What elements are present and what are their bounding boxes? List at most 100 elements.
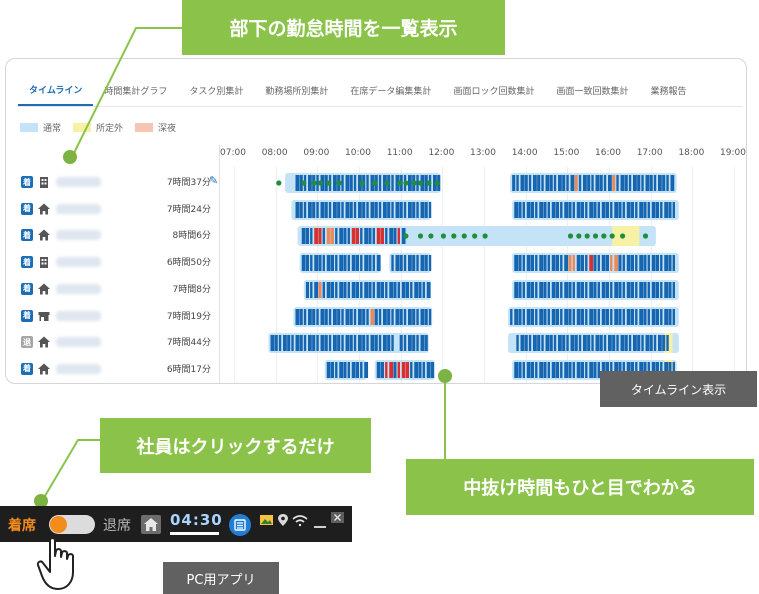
- menu-button[interactable]: [229, 514, 251, 536]
- activity-stripe: [424, 201, 428, 218]
- activity-stripe: [378, 335, 382, 352]
- activity-stripe: [541, 335, 544, 352]
- work-duration: 8時間6分: [172, 231, 211, 242]
- activity-stripe: [668, 255, 672, 272]
- grid-line: [234, 167, 235, 383]
- activity-stripe: [335, 228, 338, 245]
- activity-stripe: [605, 255, 610, 272]
- tab-6[interactable]: 画面一致回数集計: [556, 87, 629, 97]
- activity-stripe: [274, 335, 278, 352]
- edit-pencil-icon[interactable]: ✎: [209, 174, 219, 187]
- activity-stripe: [530, 255, 535, 272]
- status-badge: 着: [21, 229, 33, 242]
- tab-3[interactable]: 勤務場所別集計: [265, 87, 329, 97]
- activity-stripe: [587, 335, 591, 352]
- activity-stripe: [572, 201, 575, 218]
- activity-stripe: [401, 281, 406, 298]
- activity-stripe: [374, 201, 378, 218]
- activity-stripe: [574, 175, 578, 191]
- activity-stripe: [580, 255, 585, 272]
- activity-stripe: [368, 228, 372, 245]
- activity-stripe: [312, 201, 316, 218]
- lock-dot: [359, 180, 365, 186]
- lock-dot: [428, 233, 434, 239]
- time-label: 12:00: [428, 148, 455, 158]
- activity-stripe: [533, 335, 537, 352]
- activity-stripe: [303, 335, 307, 352]
- activity-stripe: [320, 308, 325, 325]
- activity-stripe: [601, 201, 606, 218]
- activity-stripe: [330, 361, 335, 378]
- activity-stripe: [585, 308, 588, 325]
- callout-click-only: 社員はクリックするだけ: [100, 418, 371, 473]
- activity-stripe: [428, 255, 432, 272]
- tab-5[interactable]: 画面ロック回数集計: [453, 87, 535, 97]
- activity-stripe: [647, 361, 650, 378]
- activity-stripe: [576, 361, 581, 378]
- activity-stripe: [385, 228, 388, 245]
- activity-stripe: [528, 335, 532, 352]
- activity-stripe: [603, 335, 607, 352]
- activity-stripe: [651, 281, 656, 298]
- activity-stripe: [424, 308, 428, 325]
- tab-0[interactable]: タイムライン: [18, 75, 94, 106]
- home-button[interactable]: [141, 515, 161, 534]
- activity-stripe: [539, 308, 544, 325]
- activity-stripe: [610, 308, 613, 325]
- activity-stripe: [662, 175, 666, 191]
- lock-dot: [461, 233, 467, 239]
- activity-stripe: [416, 335, 419, 352]
- activity-stripe: [349, 335, 353, 352]
- activity-stripe: [422, 281, 425, 298]
- activity-stripe: [412, 335, 416, 352]
- activity-stripe: [397, 228, 400, 245]
- activity-stripe: [610, 281, 613, 298]
- activity-stripe: [337, 201, 341, 218]
- activity-stripe: [651, 201, 656, 218]
- activity-stripe: [299, 335, 303, 352]
- activity-stripe: [514, 255, 519, 272]
- activity-stripe: [391, 308, 394, 325]
- activity-stripe: [564, 201, 569, 218]
- activity-stripe: [287, 335, 291, 352]
- activity-stripe: [560, 281, 563, 298]
- activity-stripe: [566, 175, 569, 191]
- status-badge: 着: [21, 362, 33, 375]
- activity-stripe: [526, 308, 531, 325]
- home-icon: [37, 227, 51, 241]
- activity-stripe: [547, 308, 550, 325]
- legend-swatch: [135, 123, 154, 132]
- tab-1[interactable]: 時間集計グラフ: [104, 87, 168, 97]
- activity-stripe: [643, 308, 647, 325]
- grid-line: [275, 167, 277, 383]
- tab-4[interactable]: 在席データ編集集計: [350, 87, 432, 97]
- tab-7[interactable]: 業務報告: [650, 87, 687, 97]
- activity-stripe: [593, 255, 597, 272]
- activity-stripe: [333, 335, 337, 352]
- activity-stripe: [408, 308, 412, 325]
- tab-2[interactable]: タスク別集計: [189, 87, 244, 97]
- presence-toggle[interactable]: [49, 515, 95, 534]
- activity-stripe: [391, 255, 394, 272]
- activity-stripe: [658, 335, 662, 352]
- activity-stripe: [303, 201, 307, 218]
- activity-stripe: [530, 308, 535, 325]
- activity-stripe: [626, 201, 631, 218]
- activity-stripe: [635, 255, 638, 272]
- activity-stripe: [568, 281, 572, 298]
- activity-stripe: [593, 281, 597, 298]
- activity-stripe: [333, 308, 337, 325]
- activity-stripe: [399, 201, 403, 218]
- work-duration: 7時間44分: [166, 338, 211, 349]
- activity-stripe: [628, 175, 632, 191]
- activity-stripe: [660, 201, 663, 218]
- activity-stripe: [610, 361, 613, 378]
- employee-row[interactable]: 着 8時間6分: [6, 223, 746, 249]
